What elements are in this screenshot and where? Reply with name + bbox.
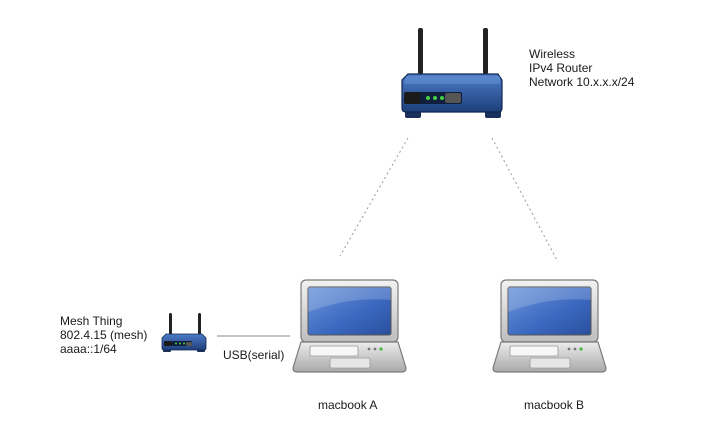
link-router-macbook-a xyxy=(339,137,409,257)
router-label-line: Network 10.x.x.x/24 xyxy=(529,75,635,89)
laptop-a-icon xyxy=(292,279,407,373)
mesh-router-icon xyxy=(161,313,207,352)
macbook-b-label: macbook B xyxy=(524,398,585,412)
mesh-label-line: 802.4.15 (mesh) xyxy=(60,328,148,342)
usb-serial-label: USB(serial) xyxy=(223,348,285,362)
laptop-b-icon xyxy=(492,279,607,373)
mesh-label-line: Mesh Thing xyxy=(60,314,123,328)
link-router-macbook-b xyxy=(491,137,559,263)
router-label-line: IPv4 Router xyxy=(529,61,593,75)
mesh-thing-label: Mesh Thing 802.4.15 (mesh) aaaa::1/64 xyxy=(60,314,147,356)
router-label-line: Wireless xyxy=(529,47,576,61)
router-label: Wireless IPv4 Router Network 10.x.x.x/24 xyxy=(529,47,634,89)
mesh-label-line: aaaa::1/64 xyxy=(60,342,117,356)
router-icon xyxy=(401,28,503,118)
macbook-a-label: macbook A xyxy=(318,398,378,412)
